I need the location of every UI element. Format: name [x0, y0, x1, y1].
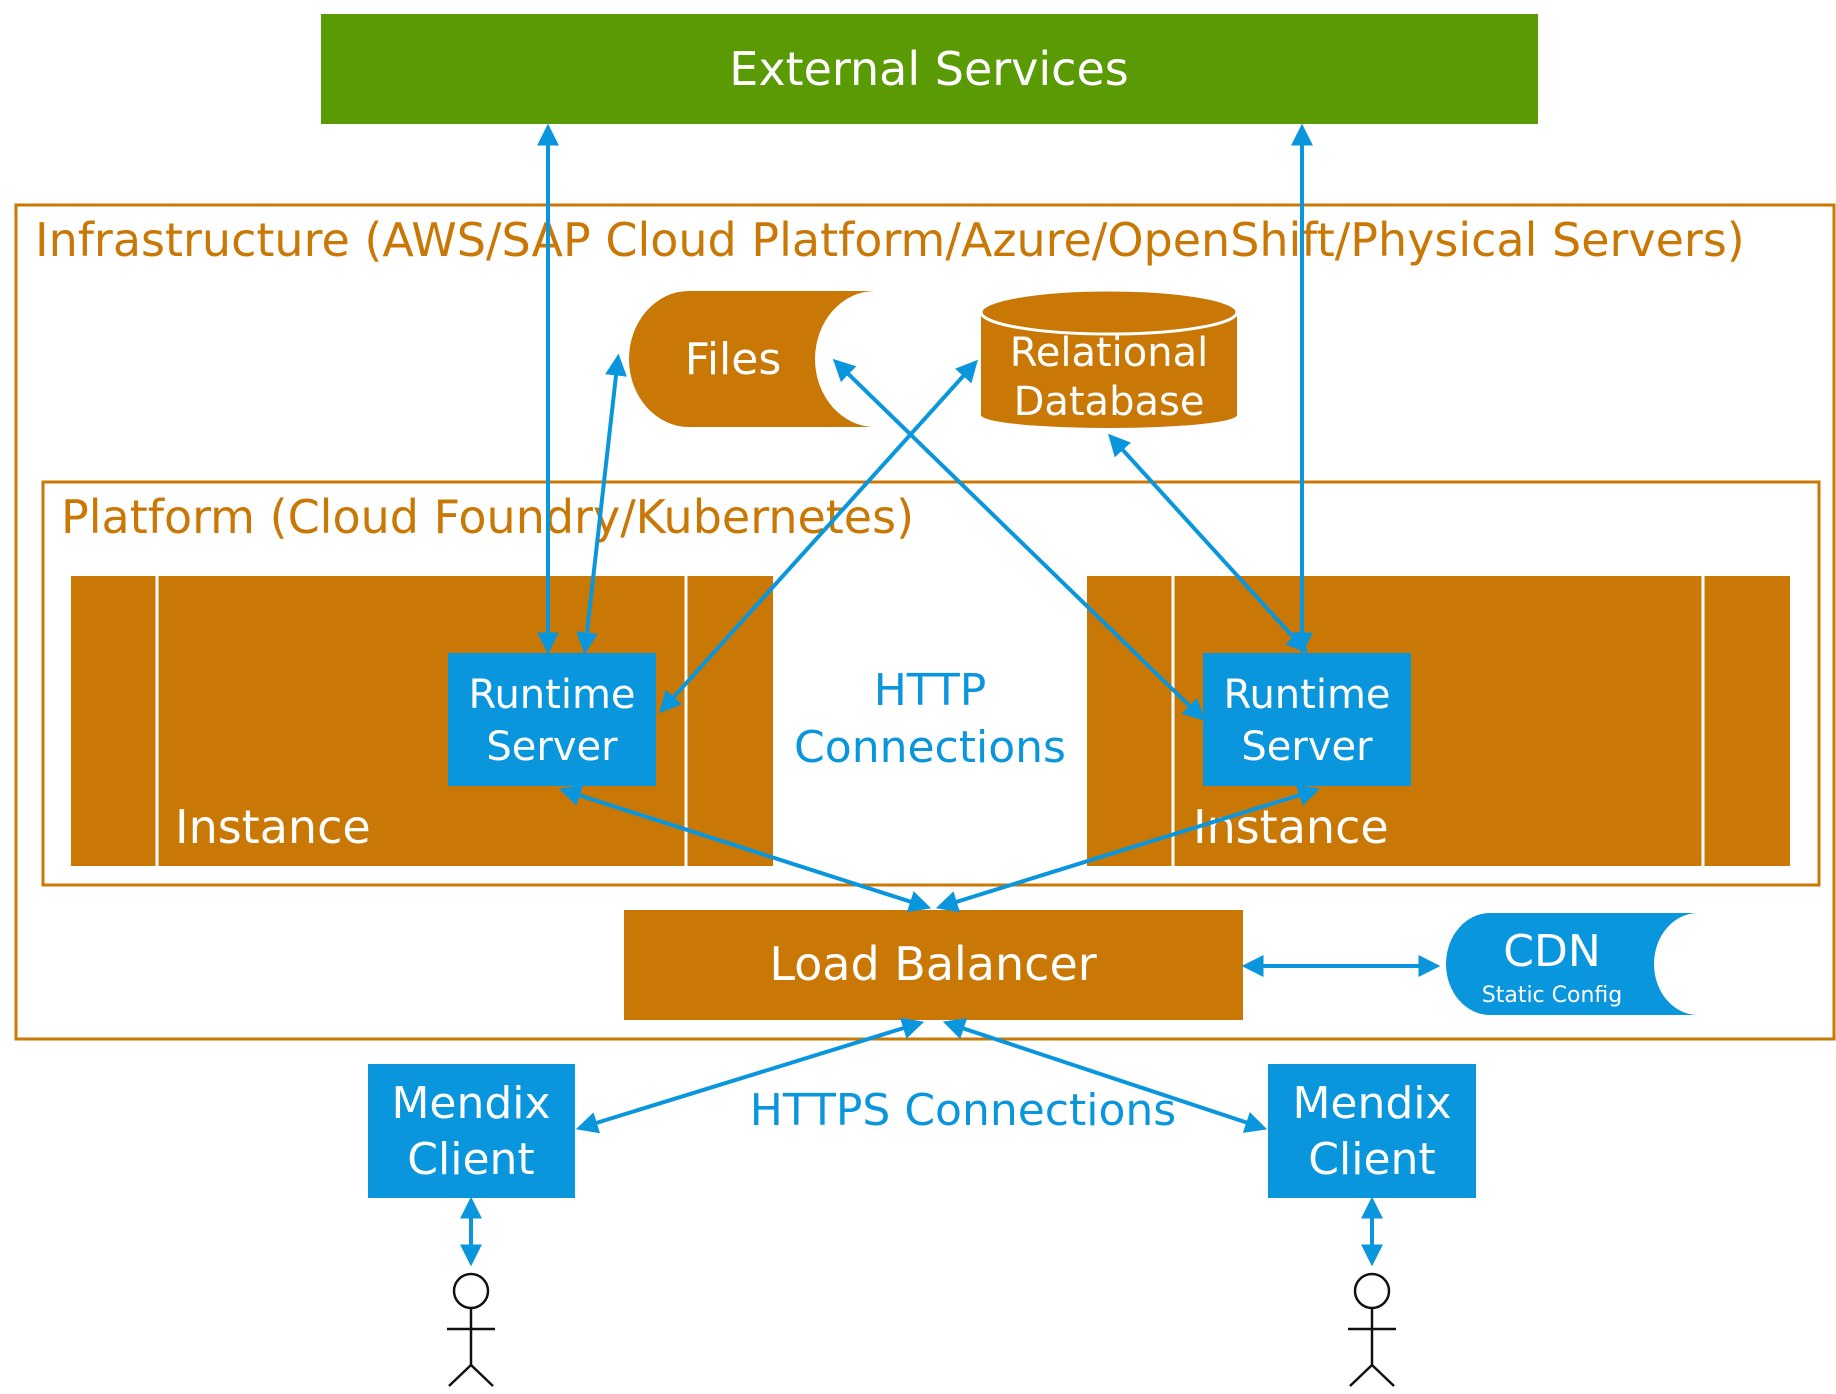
- load-balancer: Load Balancer: [624, 910, 1243, 1020]
- https-connections-label: HTTPS Connections: [750, 1085, 1176, 1136]
- runtime-server-left-line2: Server: [486, 724, 618, 770]
- arrow-runtime-right-loadbalancer: [935, 784, 1321, 913]
- runtime-server-right: Runtime Server: [1203, 653, 1411, 786]
- arrow-files-runtime-left: [576, 353, 627, 655]
- connections: [460, 123, 1441, 1267]
- cdn-storage: CDN Static Config: [1446, 913, 1698, 1015]
- runtime-server-right-line2: Server: [1241, 724, 1373, 770]
- runtime-server-right-line1: Runtime: [1223, 672, 1390, 718]
- platform-label: Platform (Cloud Foundry/Kubernetes): [61, 490, 914, 544]
- mendix-client-left-line2: Client: [407, 1134, 534, 1185]
- arrow-loadbalancer-client-right: [942, 1018, 1268, 1133]
- files-storage: Files: [629, 291, 875, 427]
- arrow-database-runtime-right: [1108, 433, 1308, 654]
- mendix-client-right-line1: Mendix: [1292, 1078, 1451, 1129]
- runtime-server-left-line1: Runtime: [468, 672, 635, 718]
- runtime-server-left: Runtime Server: [448, 653, 656, 786]
- instance-left: Instance Runtime Server: [71, 576, 773, 866]
- arrow-database-runtime-left: [659, 359, 978, 714]
- files-label: Files: [685, 334, 782, 385]
- mendix-client-left-line1: Mendix: [391, 1078, 550, 1129]
- external-services-label: External Services: [729, 42, 1128, 96]
- user-icon: [1348, 1272, 1396, 1387]
- http-connections-line1: HTTP: [874, 665, 987, 716]
- cdn-label: CDN: [1503, 926, 1601, 977]
- infrastructure-label: Infrastructure (AWS/SAP Cloud Platform/A…: [35, 213, 1745, 267]
- mendix-client-right: Mendix Client: [1268, 1064, 1476, 1198]
- instance-left-label: Instance: [175, 800, 371, 854]
- http-connections-line2: Connections: [794, 722, 1066, 773]
- instance-right: Instance Runtime Server: [1087, 576, 1790, 866]
- infrastructure-box: Infrastructure (AWS/SAP Cloud Platform/A…: [14, 203, 1836, 1041]
- arrow-loadbalancer-client-left: [575, 1017, 925, 1134]
- arrow-runtime-left-loadbalancer: [558, 784, 932, 913]
- external-services-box: External Services: [321, 14, 1538, 124]
- cdn-sublabel: Static Config: [1482, 983, 1623, 1008]
- relational-database: Relational Database: [979, 288, 1239, 428]
- mendix-client-right-line2: Client: [1308, 1134, 1435, 1185]
- mendix-client-left: Mendix Client: [368, 1064, 575, 1198]
- instance-right-label: Instance: [1193, 800, 1389, 854]
- database-label-line2: Database: [1014, 379, 1205, 425]
- load-balancer-label: Load Balancer: [769, 937, 1096, 991]
- user-icon: [447, 1272, 495, 1387]
- database-label-line1: Relational: [1010, 330, 1208, 376]
